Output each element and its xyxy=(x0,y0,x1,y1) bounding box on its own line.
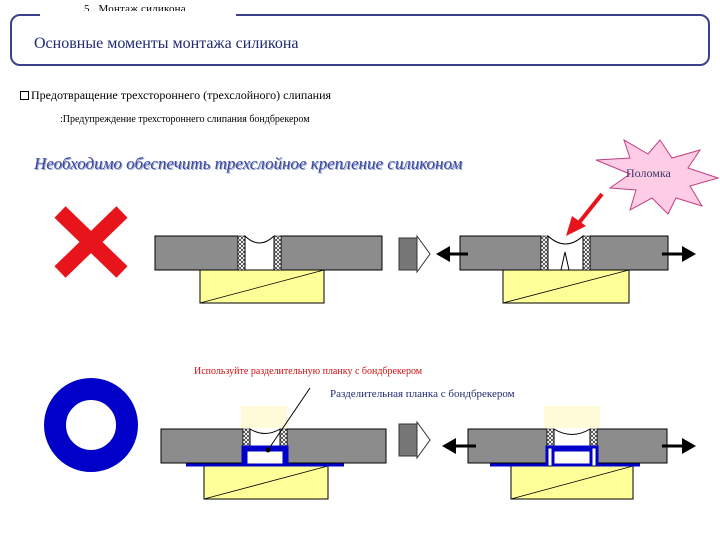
pull-arrow-right-top xyxy=(662,246,696,262)
title-frame xyxy=(10,14,710,66)
pull-arrow-left-bottom xyxy=(442,438,476,454)
pull-arrow-right-bottom xyxy=(662,438,696,454)
transition-arrow-top xyxy=(398,234,431,274)
joint-wrong-after xyxy=(459,234,669,304)
strip-pointer xyxy=(269,387,311,448)
bullet-item: Предотвращение трехстороннего (трехслойн… xyxy=(20,88,331,103)
main-statement: Необходимо обеспечить трехслойное крепле… xyxy=(34,154,463,173)
bondbreaker-strip-after xyxy=(490,445,640,467)
bondbreaker-hint: Используйте разделительную планку с бонд… xyxy=(194,366,423,377)
sub-note: :Предупреждение трехстороннего слипания … xyxy=(60,114,310,125)
bondbreaker-strip xyxy=(186,445,344,467)
bullet-text: Предотвращение трехстороннего (трехслойн… xyxy=(31,88,332,102)
strip-label: Разделительная планка с бондбрекером xyxy=(330,388,515,400)
pull-arrow-left-top xyxy=(436,246,468,262)
red-cross-icon xyxy=(54,206,128,278)
failure-arrow-head xyxy=(566,216,586,236)
joint-correct-before xyxy=(160,406,387,500)
failure-label: Поломка xyxy=(626,166,671,180)
page-title: Основные моменты монтажа силикона xyxy=(34,35,299,52)
failure-burst xyxy=(595,138,720,215)
joint-correct-after xyxy=(467,406,668,500)
square-bullet-icon xyxy=(20,91,29,100)
transition-arrow-bottom xyxy=(398,420,431,460)
blue-circle-icon xyxy=(44,378,138,472)
title-frame-gap xyxy=(40,11,236,19)
failure-arrow xyxy=(576,192,604,226)
joint-wrong-before xyxy=(154,234,383,304)
strip-pointer-dot xyxy=(265,447,271,453)
